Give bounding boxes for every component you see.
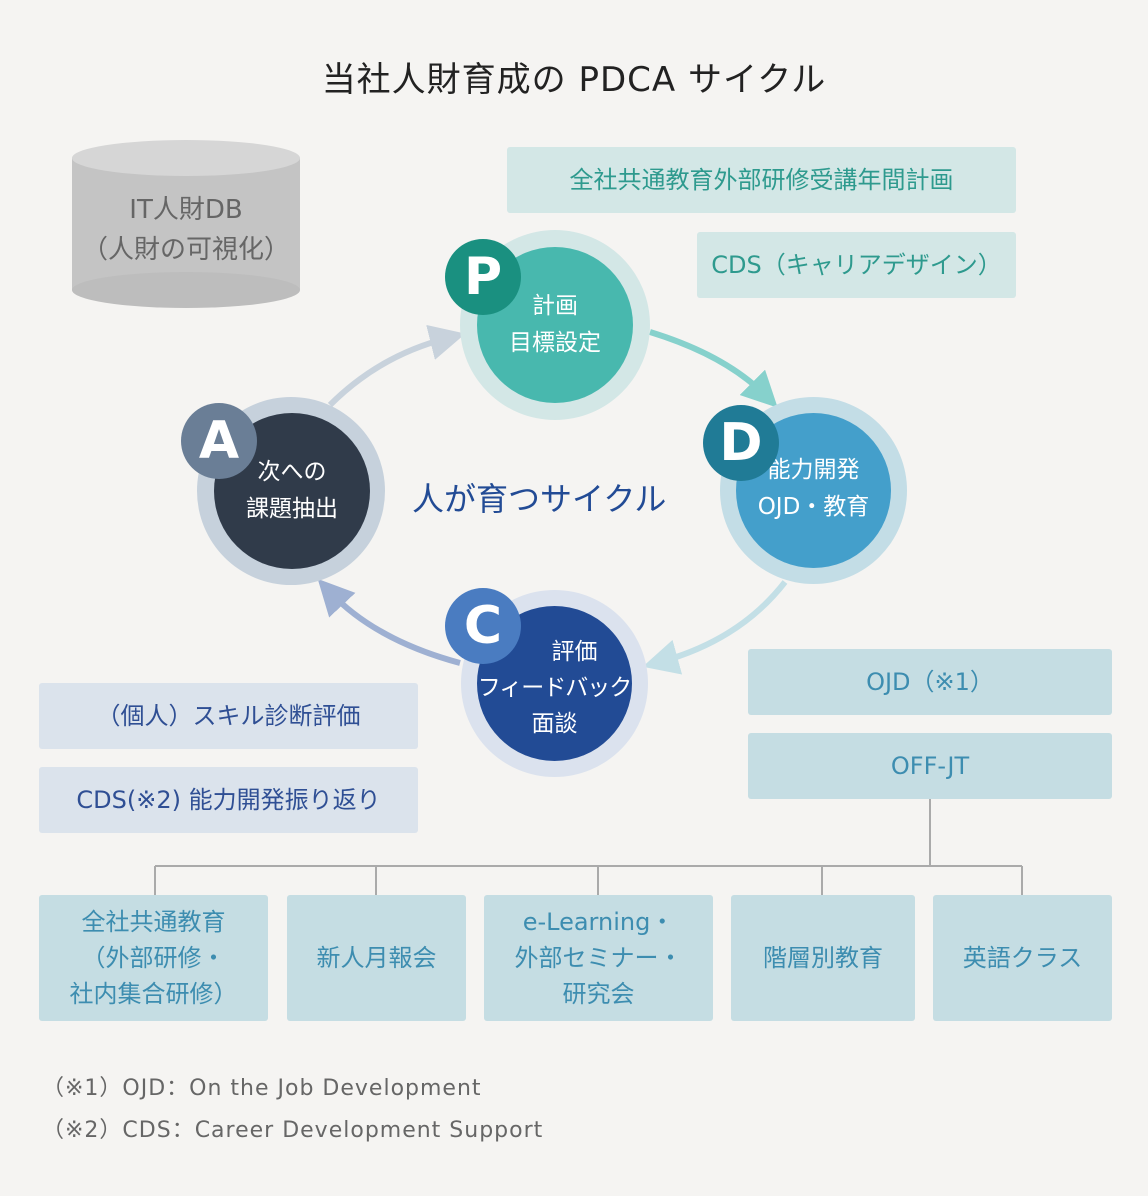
do-badge: D — [703, 405, 779, 481]
offjt-item-line: 社内集合研修） — [69, 980, 238, 1008]
it-talent-db: IT人財DB （人財の可視化） — [72, 190, 300, 270]
db-title: IT人財DB — [129, 195, 243, 225]
act-badge: A — [181, 403, 257, 479]
act-label-1: 次への — [257, 459, 327, 485]
arrow-c-to-a — [317, 578, 461, 666]
offjt-item-line: 新人月報会 — [316, 944, 437, 972]
check-label-3: 面談 — [531, 711, 578, 737]
footnote-2: （※2）CDS：Career Development Support — [42, 1118, 544, 1143]
check-box-skill: （個人）スキル診断評価 — [39, 683, 418, 749]
plan-box-cds: CDS（キャリアデザイン） — [697, 232, 1016, 298]
plan-badge: P — [445, 239, 521, 315]
offjt-item: 英語クラス — [933, 895, 1112, 1021]
offjt-item-line: e-Learning・ — [522, 908, 675, 936]
offjt-item-line: （外部研修・ — [81, 944, 226, 972]
tree-lines — [154, 798, 1023, 895]
check-box-cds: CDS(※2) 能力開発振り返り — [39, 767, 418, 833]
do-label-2: OJD・教育 — [757, 493, 870, 520]
offjt-item: 全社共通教育 （外部研修・ 社内集合研修） — [39, 895, 268, 1021]
do-box-offjt: OFF-JT — [748, 733, 1112, 799]
cylinder-db-icon — [72, 140, 300, 308]
do-label-1: 能力開発 — [767, 456, 860, 483]
offjt-item-line: 階層別教育 — [763, 944, 883, 972]
offjt-item: 新人月報会 — [287, 895, 466, 1021]
offjt-item-line: 全社共通教育 — [81, 908, 226, 936]
offjt-item-line: 英語クラス — [962, 944, 1083, 972]
arrow-p-to-d — [649, 329, 778, 408]
plan-label-2: 目標設定 — [509, 330, 601, 356]
center-label: 人が育つサイクル — [412, 480, 667, 518]
act-label-2: 課題抽出 — [246, 496, 338, 522]
offjt-item-line: 外部セミナー・ — [514, 944, 683, 972]
plan-box-training-plan: 全社共通教育外部研修受講年間計画 — [507, 147, 1016, 213]
check-badge: C — [445, 588, 521, 664]
do-box-ojd: OJD（※1） — [748, 649, 1112, 715]
check-label-1: 評価 — [551, 639, 598, 665]
check-label-2: フィードバック — [477, 675, 633, 701]
db-subtitle: （人財の可視化） — [81, 235, 290, 265]
footnote-1: （※1）OJD：On the Job Development — [42, 1076, 482, 1101]
page-title: 当社人財育成の PDCA サイクル — [321, 60, 827, 100]
arrow-a-to-p — [327, 324, 466, 408]
offjt-item: e-Learning・ 外部セミナー・ 研究会 — [484, 895, 713, 1021]
plan-label-1: 計画 — [532, 293, 578, 319]
offjt-item: 階層別教育 — [731, 895, 915, 1021]
offjt-item-line: 研究会 — [562, 980, 635, 1008]
arrow-d-to-c — [642, 580, 788, 675]
